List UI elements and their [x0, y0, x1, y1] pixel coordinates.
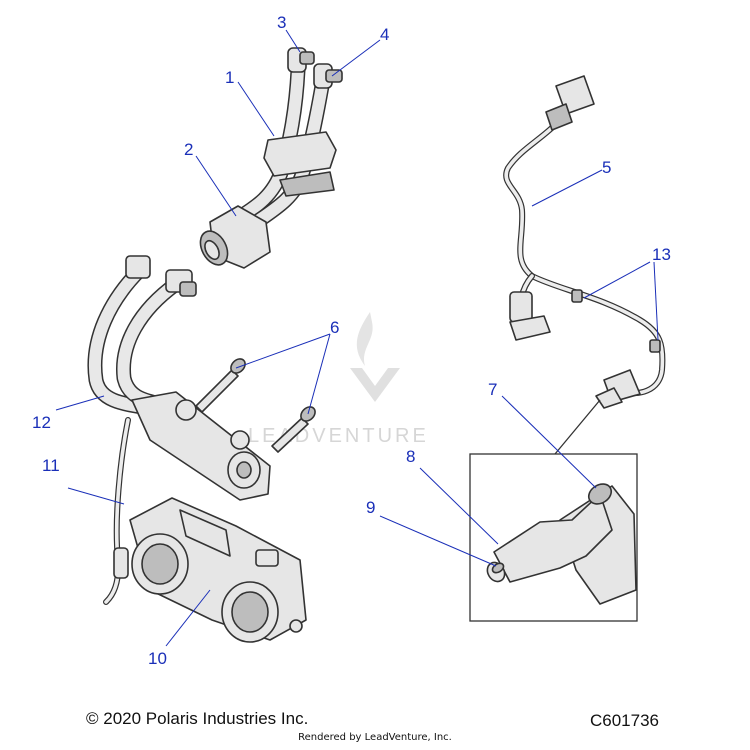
callout-10: 10 [148, 649, 167, 668]
callout-1: 1 [225, 68, 234, 87]
callout-12: 12 [32, 413, 51, 432]
rendered-by-text: Rendered by LeadVenture, Inc. [298, 732, 452, 743]
throttle-wire [103, 417, 131, 605]
callout-2: 2 [184, 140, 193, 159]
callout-6: 6 [330, 318, 339, 337]
callout-numbers: 1 2 3 4 5 6 7 8 9 10 11 12 13 [32, 13, 671, 668]
injector-harness [503, 75, 666, 409]
fuel-rail-hoses [87, 255, 197, 416]
throttle-body [129, 497, 307, 643]
callout-3: 3 [277, 13, 286, 32]
callout-7: 7 [488, 380, 497, 399]
callout-13: 13 [652, 245, 671, 264]
drawing-id: C601736 [590, 711, 660, 730]
callout-8: 8 [406, 447, 415, 466]
callout-11: 11 [42, 456, 60, 475]
injector-detail-inset [469, 399, 638, 622]
leader-lines [55, 29, 659, 647]
fuel-rail [131, 391, 271, 501]
callout-9: 9 [366, 498, 375, 517]
callout-5: 5 [602, 158, 611, 177]
callout-4: 4 [380, 25, 389, 44]
mounting-bolts [195, 358, 316, 453]
copyright-text: © 2020 Polaris Industries Inc. [86, 709, 309, 728]
fuel-hose-assembly [199, 47, 343, 269]
